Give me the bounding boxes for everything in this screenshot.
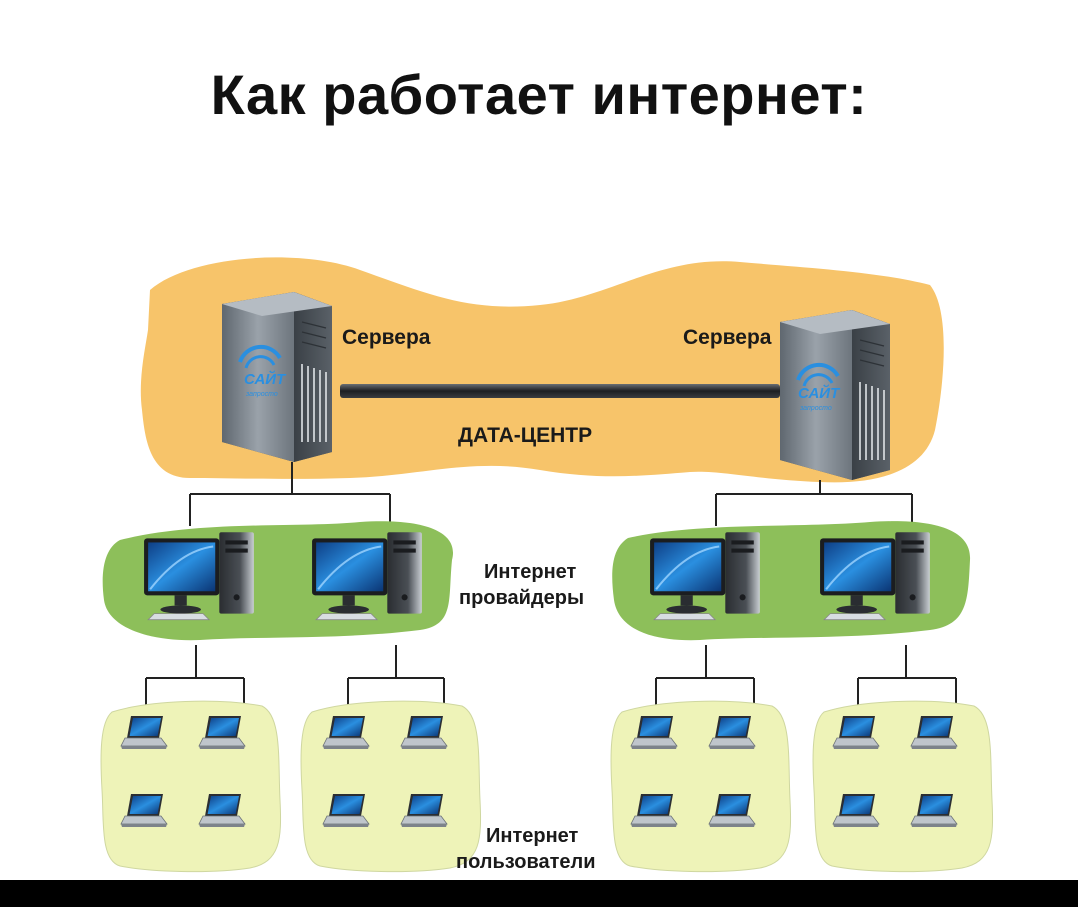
page-title: Как работает интернет:: [210, 63, 868, 126]
user-area-3: [610, 700, 792, 873]
server-left-logo: САЙТ: [244, 370, 287, 388]
server-right-label: Сервера: [683, 326, 772, 349]
server-right-logo: САЙТ: [798, 384, 841, 402]
server-left-logo-sub: запросто: [245, 391, 278, 398]
providers-label-line1: Интернет: [484, 561, 577, 583]
users-label-line2: пользователи: [456, 851, 596, 873]
server-right-logo-sub: запросто: [799, 405, 832, 412]
datacenter-link: [340, 384, 780, 398]
providers-label-line2: провайдеры: [459, 587, 584, 609]
server-provider-wires: [189, 462, 913, 526]
user-area-4: [812, 700, 994, 873]
server-left-label: Сервера: [342, 326, 431, 349]
datacenter-area: [140, 257, 944, 483]
datacenter-label: ДАТА-ЦЕНТР: [458, 424, 592, 447]
user-area-1: [100, 700, 282, 873]
bottom-bar: [0, 880, 1078, 907]
user-area-2: [300, 700, 482, 873]
provider-user-wires: [145, 645, 957, 712]
users-label-line1: Интернет: [486, 825, 579, 847]
